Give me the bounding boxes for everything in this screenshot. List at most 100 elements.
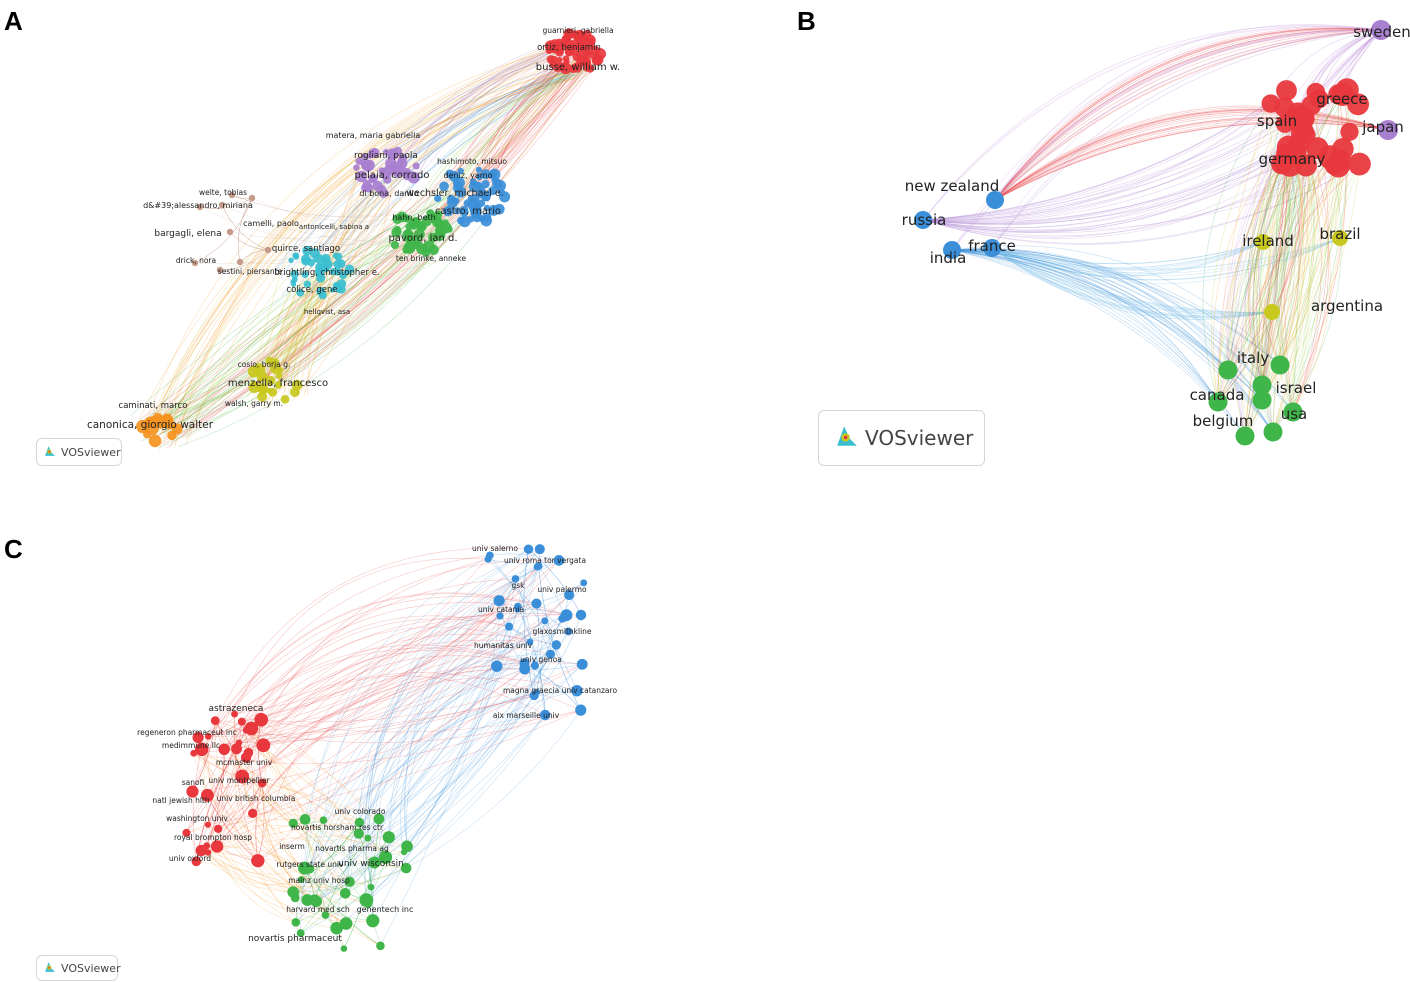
network-node: [366, 914, 380, 928]
network-link: [922, 151, 1297, 233]
network-link: [217, 782, 263, 830]
network-link: [325, 837, 369, 916]
network-link: [206, 749, 225, 846]
network-link: [349, 881, 381, 946]
network-node: [434, 219, 445, 230]
network-link: [368, 548, 529, 888]
network-link: [300, 862, 375, 934]
network-node: [382, 831, 395, 844]
network-node: [1306, 82, 1326, 102]
network-link: [951, 249, 1274, 433]
node-label: ten brinke, anneke: [396, 254, 467, 263]
network-node: [344, 264, 355, 274]
network-link: [151, 77, 569, 423]
network-link: [1268, 143, 1299, 413]
node-label: canada: [1190, 386, 1245, 404]
network-link: [185, 57, 568, 446]
network-link: [1297, 29, 1382, 113]
vosviewer-logo-c: VOSviewer: [36, 955, 121, 981]
network-node: [258, 383, 267, 393]
network-link: [207, 749, 225, 825]
node-label: drick, nora: [176, 256, 216, 265]
network-node: [196, 203, 204, 211]
network-link: [991, 241, 1264, 272]
network-node: [355, 170, 368, 183]
network-link: [201, 620, 545, 750]
network-link: [951, 249, 1219, 403]
network-link: [991, 247, 1273, 317]
network-link: [200, 721, 243, 851]
network-node: [534, 544, 545, 555]
network-link: [224, 603, 537, 750]
network-link: [922, 92, 1317, 222]
node-label: menzella, francesco: [228, 378, 328, 389]
network-link: [252, 677, 578, 814]
network-link: [208, 602, 567, 737]
network-link: [1261, 156, 1331, 401]
network-link: [922, 146, 1289, 226]
network-link: [991, 241, 1264, 270]
network-node: [395, 167, 405, 176]
network-link: [207, 795, 308, 901]
node-label: mainz univ hosp: [288, 876, 350, 885]
network-link: [1292, 165, 1331, 413]
network-link: [994, 29, 1382, 201]
network-link: [241, 614, 582, 777]
network-link: [300, 560, 560, 934]
network-link: [1261, 94, 1339, 386]
network-node: [340, 945, 348, 952]
network-link: [994, 122, 1389, 201]
network-node: [405, 240, 417, 252]
network-link: [488, 558, 560, 564]
network-link: [304, 819, 372, 888]
network-link: [219, 249, 269, 271]
network-link: [403, 615, 501, 847]
network-link: [994, 105, 1389, 201]
network-link: [304, 555, 491, 869]
network-link: [171, 62, 578, 431]
node-label: medimmune llc: [162, 741, 220, 750]
network-node: [573, 29, 586, 42]
network-link: [1244, 164, 1291, 437]
network-link: [994, 109, 1389, 201]
node-label: natl jewish hlth: [152, 796, 209, 805]
network-link: [1292, 94, 1339, 413]
network-node: [519, 663, 531, 675]
network-link: [257, 782, 265, 861]
network-link: [1292, 160, 1341, 413]
network-link: [276, 77, 567, 270]
network-node: [396, 211, 408, 223]
network-link: [991, 247, 1273, 315]
network-link: [279, 58, 588, 382]
network-link: [199, 197, 253, 209]
network-link: [1227, 29, 1382, 371]
network-link: [153, 54, 560, 428]
network-link: [278, 56, 565, 380]
network-node: [556, 56, 563, 64]
network-link: [496, 660, 583, 667]
network-link: [139, 261, 435, 435]
network-link: [158, 205, 478, 449]
network-link: [994, 116, 1389, 201]
network-link: [922, 134, 1307, 234]
network-node: [293, 253, 300, 260]
network-node: [455, 186, 467, 198]
network-link: [252, 668, 525, 814]
network-link: [922, 25, 1382, 221]
network-link: [374, 566, 539, 863]
network-node: [297, 876, 305, 883]
network-link: [156, 242, 418, 418]
network-link: [951, 249, 1274, 433]
network-link: [922, 156, 1331, 237]
network-link: [378, 626, 510, 820]
network-node: [330, 921, 343, 935]
network-link: [991, 241, 1264, 276]
network-node: [986, 191, 1004, 209]
network-node: [488, 168, 501, 181]
network-node: [318, 291, 327, 300]
network-link: [415, 48, 553, 176]
network-link: [991, 247, 1273, 317]
network-link: [141, 49, 554, 434]
network-link: [207, 709, 581, 825]
network-node: [378, 850, 393, 864]
